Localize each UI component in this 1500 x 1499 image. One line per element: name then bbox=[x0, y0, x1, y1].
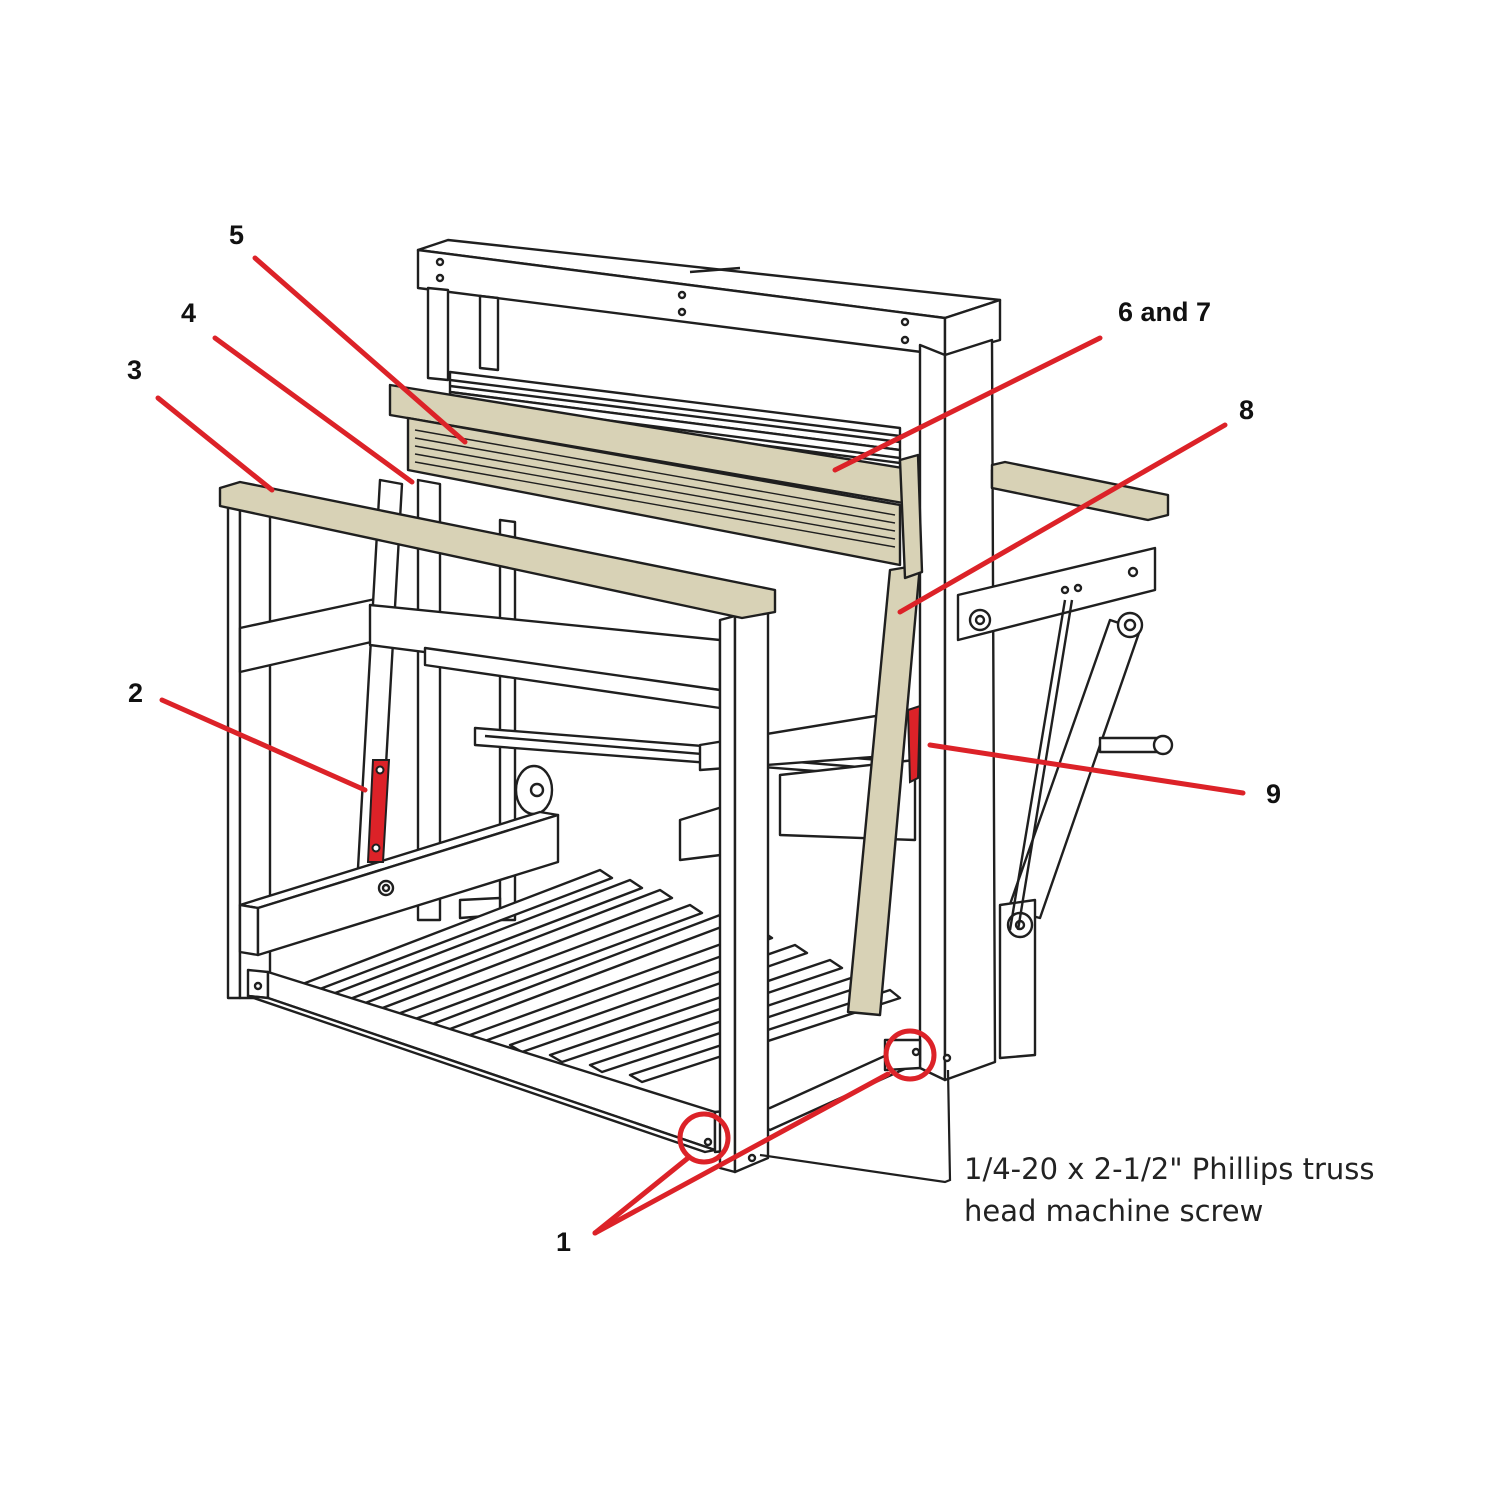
castle-top bbox=[416, 238, 1002, 357]
leader-6-7 bbox=[832, 335, 1103, 473]
castle-right-post bbox=[918, 338, 997, 1082]
reed-dents bbox=[414, 429, 896, 548]
screw-leader bbox=[759, 1069, 952, 1184]
callout-3: 3 bbox=[127, 355, 143, 385]
leader-4 bbox=[212, 335, 415, 485]
screw-note-line-2: head machine screw bbox=[964, 1194, 1264, 1228]
right-arm bbox=[990, 460, 1170, 522]
breast-beam bbox=[218, 480, 777, 620]
red-bracket-right bbox=[906, 704, 922, 784]
callout-4: 4 bbox=[181, 298, 197, 328]
callout-9: 9 bbox=[1266, 779, 1282, 809]
bottom-frame bbox=[246, 968, 922, 1154]
leader-1b bbox=[592, 1071, 891, 1236]
red-bracket-left bbox=[366, 759, 391, 863]
circle-screw-front bbox=[677, 1111, 731, 1165]
circle-screw-back bbox=[883, 1028, 937, 1082]
leader-3 bbox=[155, 395, 275, 493]
leader-1a bbox=[592, 1155, 691, 1236]
screw-note-line-1: 1/4-20 x 2-1/2" Phillips truss bbox=[964, 1152, 1375, 1186]
front-post bbox=[703, 610, 952, 1174]
callout-5: 5 bbox=[229, 220, 245, 250]
callout-2: 2 bbox=[128, 678, 144, 708]
leader-5 bbox=[252, 255, 468, 445]
screw-note: 1/4-20 x 2-1/2" Phillips truss head mach… bbox=[964, 1148, 1484, 1232]
castle-left-post bbox=[426, 286, 500, 382]
leader-9 bbox=[927, 742, 1246, 796]
batten bbox=[846, 453, 924, 1017]
callout-8: 8 bbox=[1239, 395, 1255, 425]
leader-2 bbox=[159, 697, 368, 793]
leader-8 bbox=[897, 422, 1228, 615]
callout-1: 1 bbox=[556, 1227, 572, 1257]
lower-crossbar bbox=[238, 810, 560, 957]
callout-6-and-7: 6 and 7 bbox=[1118, 297, 1212, 327]
